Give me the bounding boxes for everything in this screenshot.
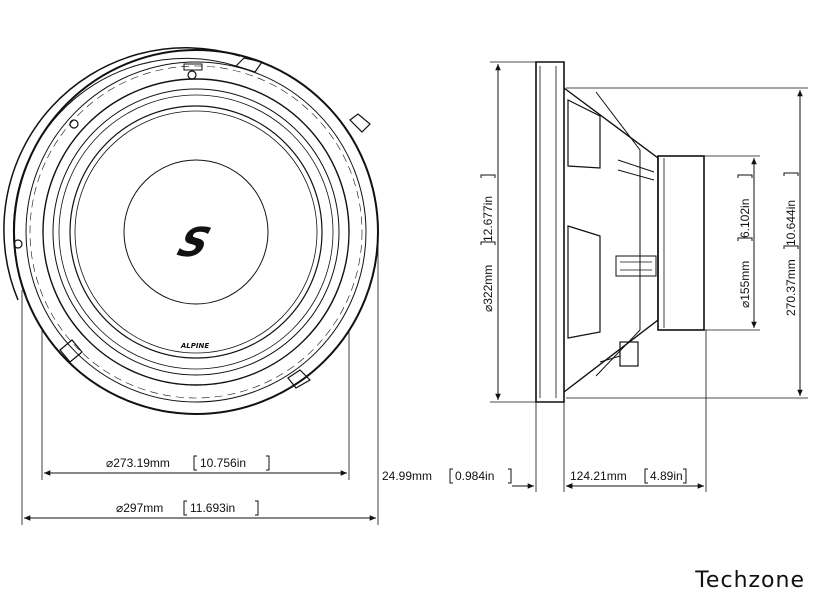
magnet-diameter-in: 6.102in — [738, 199, 752, 238]
cutout-depth-mm: 270.37mm — [784, 259, 798, 316]
watermark: Techzone — [695, 568, 805, 593]
front-view — [3, 47, 379, 415]
cutout-depth-in: 10.644in — [784, 200, 798, 246]
terminal — [619, 341, 639, 367]
surround-ring — [42, 78, 350, 386]
mounting-height-in: 0.984in — [455, 469, 494, 483]
mounting-diameter-mm: ⌀273.19mm — [106, 456, 170, 470]
cone-logo: S — [172, 219, 216, 266]
mounting-height-mm: 24.99mm — [382, 469, 432, 483]
mounting-diameter-in: 10.756in — [200, 456, 246, 470]
magnet-diameter-mm: ⌀155mm — [738, 261, 752, 308]
basket — [563, 87, 659, 393]
side-view — [535, 61, 705, 403]
frame-diameter-in: 12.677in — [481, 196, 495, 242]
outer-frame-ring — [13, 49, 379, 415]
frame-diameter-mm: ⌀322mm — [481, 265, 495, 312]
brand-logo: ALPINE — [180, 342, 209, 350]
front-dimensions — [21, 240, 379, 525]
overall-diameter-mm: ⌀297mm — [116, 501, 163, 515]
mounting-depth-mm: 124.21mm — [570, 469, 627, 483]
mounting-depth-in: 4.89in — [650, 469, 683, 483]
side-dimensions — [490, 61, 808, 492]
overall-diameter-in: 11.693in — [190, 501, 235, 515]
magnet — [657, 155, 705, 331]
dust-cap — [123, 159, 269, 305]
